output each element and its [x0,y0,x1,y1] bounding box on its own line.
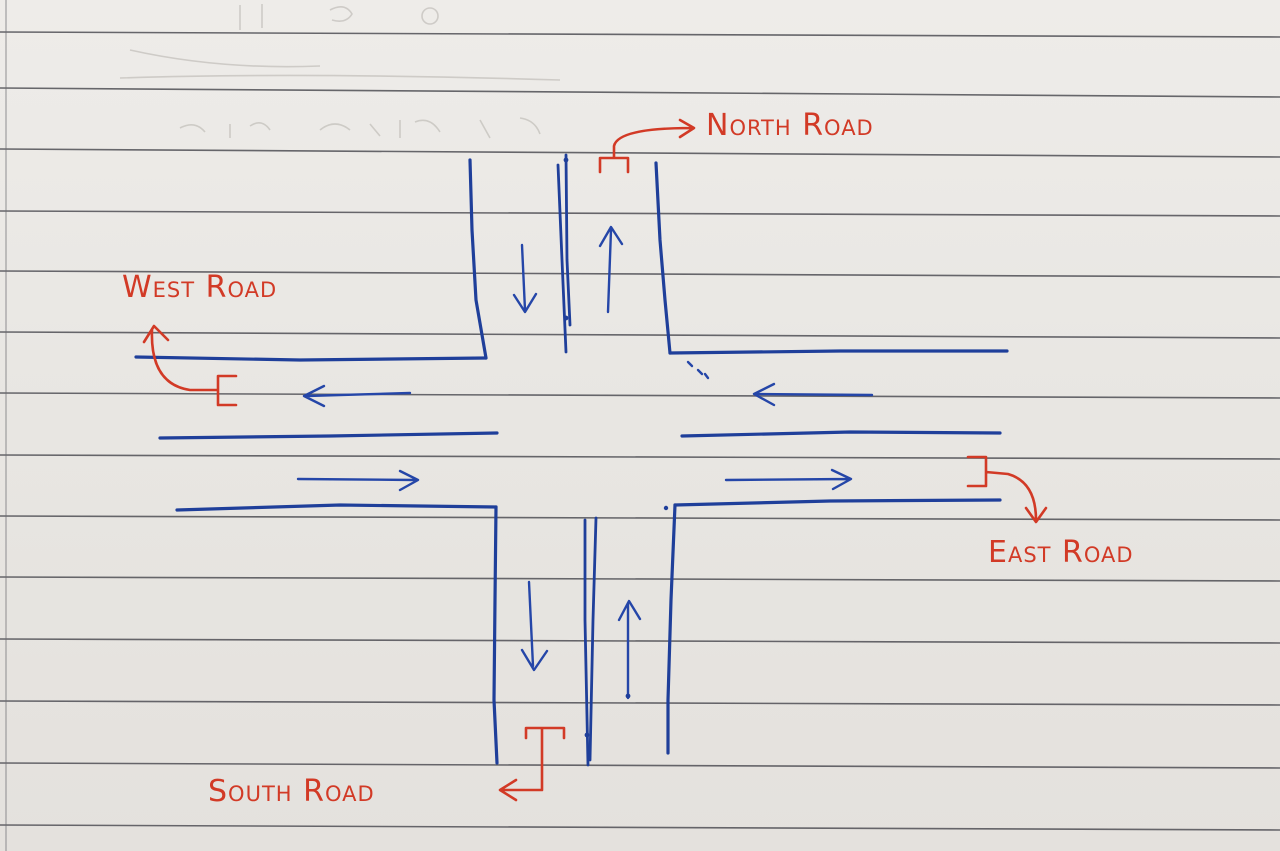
east-road-center-line [680,430,1002,438]
north-road-label: North Road [706,108,874,143]
west-road-leader [142,324,238,407]
north-road-west-edge [468,158,488,360]
north-road-divider-b [564,153,572,327]
south-road-divider-b [588,516,598,762]
south-road-west-edge [492,505,499,765]
west-road-south-edge [175,503,498,512]
north-road-down-arrow [512,243,538,314]
north-road-leader [598,118,696,174]
south-road-leader [498,726,566,802]
north-road-east-edge-foot [668,349,1009,355]
east-road-left-arrow [752,382,874,407]
west-road-left-arrow [302,384,412,408]
north-road-east-edge [654,161,672,355]
east-road [673,382,1002,507]
north-road [134,153,1009,380]
west-road-label: West Road [122,270,278,305]
south-road-up-arrow [617,599,642,700]
north-road-divider-a [556,163,568,354]
east-road-south-edge [673,498,1002,507]
south-road-east-edge [666,503,677,755]
north-road-up-arrow [598,225,624,314]
erased-marks [119,4,561,139]
west-road [158,384,499,512]
east-road-leader [966,455,1048,524]
label-leaders [142,118,1048,802]
south-road [492,503,677,767]
east-road-right-arrow [724,468,853,491]
south-road-down-arrow [520,580,549,672]
south-road-divider-a [583,518,590,767]
west-road-center-line [158,431,499,440]
west-road-right-arrow [296,469,420,492]
east-road-label: East Road [988,535,1134,570]
north-road-west-edge-foot [134,355,488,362]
south-road-label: South Road [208,774,375,809]
